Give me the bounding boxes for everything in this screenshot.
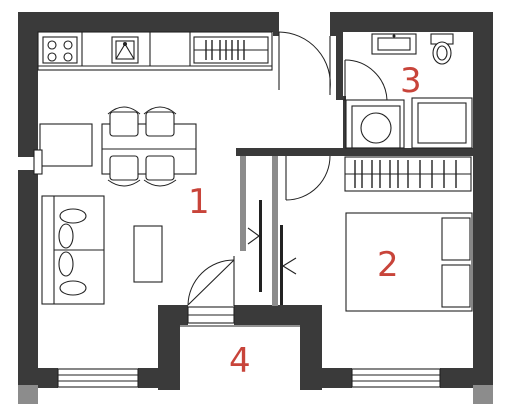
wall-bath-inner [343, 96, 346, 151]
wardrobe-icon [344, 156, 472, 192]
wall-top-right [335, 12, 493, 32]
wall-bottom-b [138, 368, 160, 388]
wall-corridor-right [272, 156, 278, 306]
bathroom [343, 33, 473, 149]
sink-icon [111, 36, 139, 64]
wall-corridor-left [240, 156, 246, 251]
washing-machine-icon [351, 105, 401, 149]
sliding-door-a [259, 200, 262, 292]
bed-icon [345, 212, 473, 312]
sideboard [39, 123, 93, 167]
chair [143, 155, 177, 187]
toilet-icon [430, 33, 454, 65]
balcony-jamb-left [178, 305, 188, 325]
sliding-doors [247, 200, 297, 305]
balcony-top-right [234, 305, 304, 325]
wall-left-upper [18, 12, 38, 157]
room-label-1: 1 [188, 182, 210, 222]
room-label-2: 2 [377, 245, 399, 285]
wall-bedroom-top [236, 148, 476, 156]
door-jamb-left [273, 12, 279, 36]
sliding-door-b [280, 225, 283, 305]
room-label-4: 4 [229, 341, 251, 381]
balcony-door [187, 256, 235, 306]
entry-door [278, 31, 331, 95]
window-bedroom [351, 368, 441, 388]
stove-icon [42, 36, 78, 64]
bedroom-door [285, 155, 331, 201]
wall-top-left [18, 12, 273, 32]
kitchen-counter [37, 31, 273, 71]
wardrobe-icon-kitchen [193, 36, 269, 64]
sofa-icon [41, 195, 105, 305]
chair [107, 106, 141, 137]
wall-bath-left [336, 30, 343, 100]
wall-niche [33, 149, 43, 175]
chair [107, 155, 141, 187]
dining-table-icon [39, 106, 197, 187]
wall-ext-right [473, 385, 493, 404]
wall-ext-left [18, 385, 38, 404]
room-label-3: 3 [400, 61, 422, 101]
balcony-wall-left [158, 305, 180, 390]
chair [143, 106, 177, 137]
window-living [57, 368, 139, 388]
wall-bottom-a [18, 368, 58, 388]
wall-left-lower [18, 170, 38, 388]
door-jamb-right [330, 12, 336, 36]
shower-tray [411, 97, 473, 149]
balcony-wall-right [300, 305, 322, 390]
washbasin-icon [371, 33, 417, 55]
pillow-top [441, 217, 471, 261]
windows [57, 306, 441, 388]
pillow-bottom [441, 264, 471, 308]
wall-bottom-d [440, 368, 493, 388]
coffee-table [133, 225, 163, 283]
outer-walls [18, 12, 493, 404]
wall-right [473, 12, 493, 390]
inner-walls [236, 30, 476, 306]
